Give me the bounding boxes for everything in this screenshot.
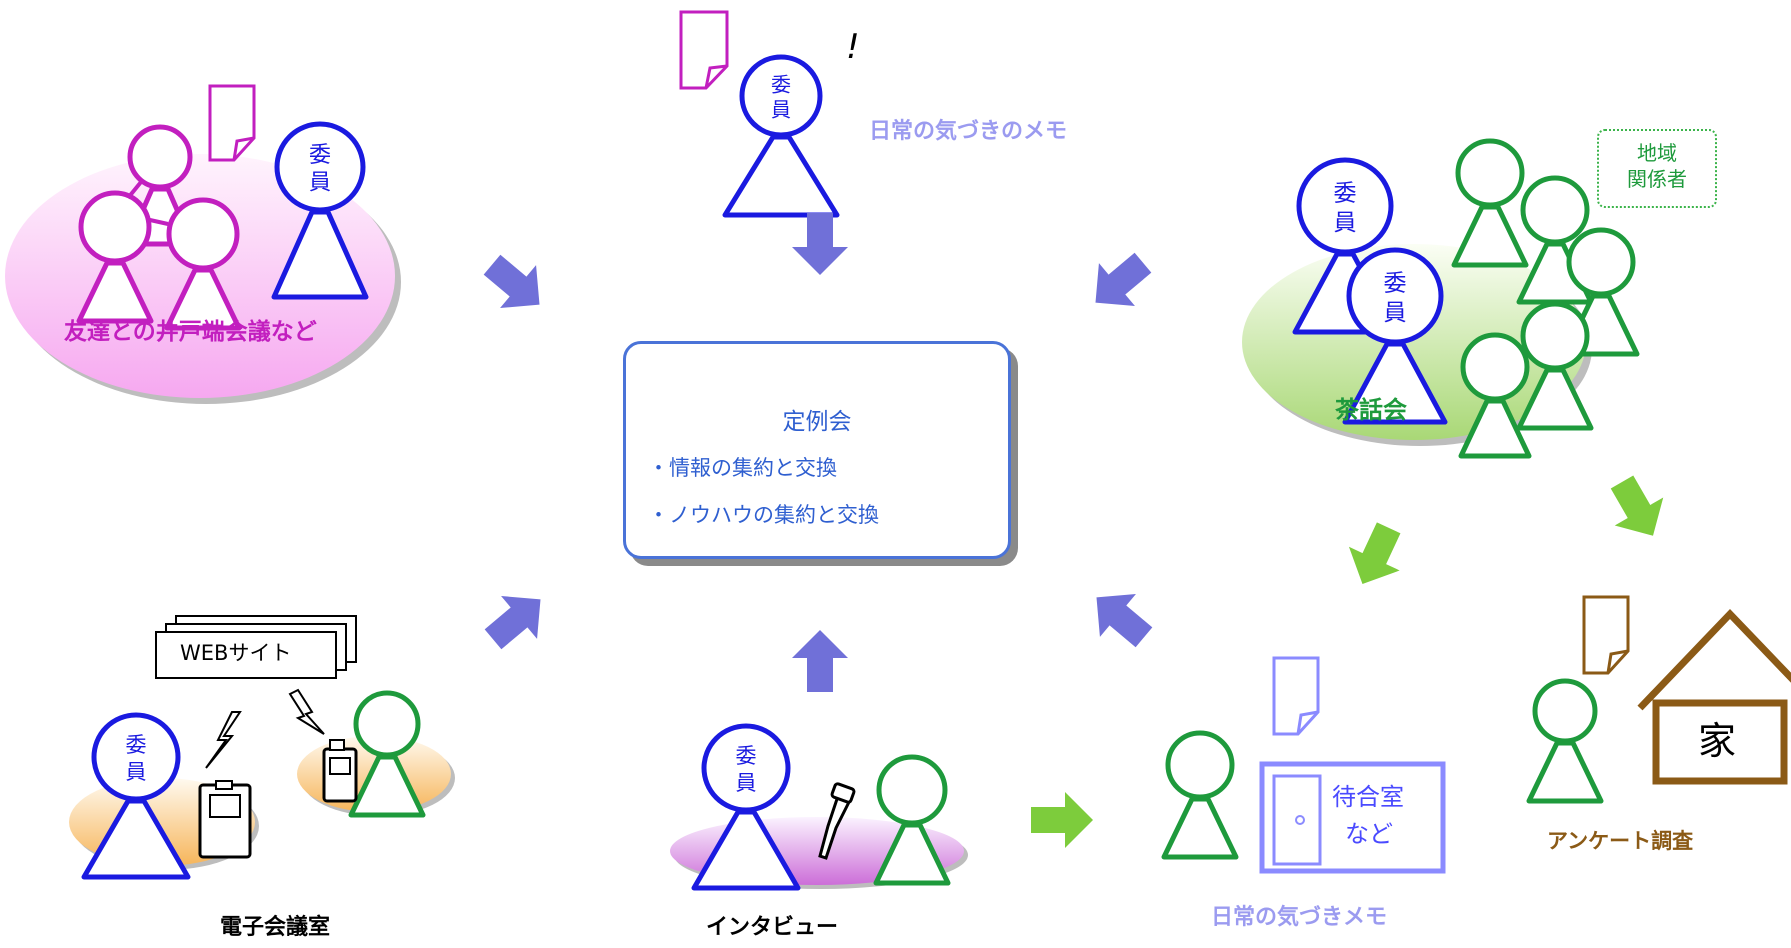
exclamation-mark: ! xyxy=(846,27,860,67)
memo-icon-waiting xyxy=(1272,656,1320,736)
arrow-from-chawakai xyxy=(1095,252,1152,307)
committee-member-idobata: 委員 xyxy=(271,121,369,300)
center-item-knowhow: ・ノウハウの集約と交換 xyxy=(648,503,879,527)
arrow-up-from-interview xyxy=(792,630,848,692)
memo-icon-top xyxy=(679,10,729,90)
friend-person-2 xyxy=(76,190,154,324)
friend-links xyxy=(126,180,169,226)
committee-member-top-badge-top: 委 xyxy=(771,72,791,96)
committee-member-chawakai-2: 委員 xyxy=(1342,247,1448,425)
memo-icon-idobata xyxy=(208,84,256,162)
idobata-label: 友達との井戸端会議など xyxy=(64,319,317,345)
committee-member-chawakai-2-badge-bottom: 員 xyxy=(1384,300,1407,326)
committee-member-interview-badge-top: 委 xyxy=(736,744,757,768)
committee-member-e-meeting-badge-bottom: 員 xyxy=(126,760,147,784)
flow-arrows xyxy=(483,213,1664,848)
committee-member-e-meeting-badge-top: 委 xyxy=(126,733,147,757)
local-tag-line-1: 地域 xyxy=(1637,141,1677,165)
e-meeting-person xyxy=(348,690,426,818)
people-figures: 委員委員委員委員委員委員 xyxy=(76,54,1640,891)
mobile-phone-icon-2 xyxy=(322,739,358,803)
committee-member-idobata-badge-top: 委 xyxy=(309,143,331,168)
arrow-from-memo-bottom xyxy=(1096,593,1153,648)
website-label: WEBサイト xyxy=(180,641,292,665)
waiting-room-label-2: など xyxy=(1345,820,1393,848)
local-stakeholders-tag: 地域 関係者 xyxy=(1597,129,1717,208)
signal-icon xyxy=(205,688,325,769)
arrow-to-enquete xyxy=(1610,475,1664,536)
local-person-1 xyxy=(1451,138,1529,268)
house-label: 家 xyxy=(1698,719,1737,763)
enquete-person xyxy=(1526,678,1604,804)
microphone-icon xyxy=(818,782,856,860)
waiting-room-label-1: 待合室 xyxy=(1332,783,1404,811)
arrow-to-waiting-room xyxy=(1031,792,1093,848)
memo-top-label: 日常の気づきのメモ xyxy=(869,119,1068,144)
local-person-4 xyxy=(1516,301,1594,431)
house-icon xyxy=(1637,608,1791,785)
waiting-room-person xyxy=(1161,730,1239,860)
arrow-to-memo-bottom xyxy=(1348,522,1401,585)
website-icon xyxy=(155,615,357,679)
arrow-from-idobata xyxy=(483,254,540,309)
committee-member-interview: 委員 xyxy=(691,723,801,891)
committee-member-idobata-badge-bottom: 員 xyxy=(309,170,331,195)
committee-member-chawakai-2-badge-top: 委 xyxy=(1384,270,1407,296)
interview-person xyxy=(873,754,951,886)
arrow-from-e-meeting xyxy=(484,595,541,650)
local-tag-line-2: 関係者 xyxy=(1627,167,1687,191)
committee-member-interview-badge-bottom: 員 xyxy=(736,771,757,795)
regular-meeting-box: 定例会 ・情報の集約と交換 ・ノウハウの集約と交換 xyxy=(623,341,1011,559)
memo-bottom-label: 日常の気づきメモ xyxy=(1211,905,1388,930)
interview-label: インタビュー xyxy=(706,915,839,940)
waiting-room-icon xyxy=(1259,761,1446,874)
local-person-2 xyxy=(1516,175,1594,305)
committee-member-e-meeting: 委員 xyxy=(81,712,191,880)
committee-member-top: 委員 xyxy=(722,54,840,218)
committee-member-chawakai-1-badge-bottom: 員 xyxy=(1334,210,1357,236)
arrow-down-from-memo xyxy=(792,213,848,275)
chawakai-label: 茶話会 xyxy=(1335,396,1407,424)
center-item-info: ・情報の集約と交換 xyxy=(648,456,837,480)
friend-person-3 xyxy=(164,197,242,331)
enquete-label: アンケート調査 xyxy=(1547,829,1694,853)
e-meeting-label: 電子会議室 xyxy=(220,915,331,940)
regular-meeting-title: 定例会 xyxy=(782,409,852,435)
local-person-5 xyxy=(1458,332,1532,459)
memo-icon-enquete xyxy=(1582,595,1630,675)
committee-member-top-badge-bottom: 員 xyxy=(771,97,791,121)
mobile-phone-icon xyxy=(198,780,252,859)
committee-member-chawakai-1-badge-top: 委 xyxy=(1334,180,1357,206)
